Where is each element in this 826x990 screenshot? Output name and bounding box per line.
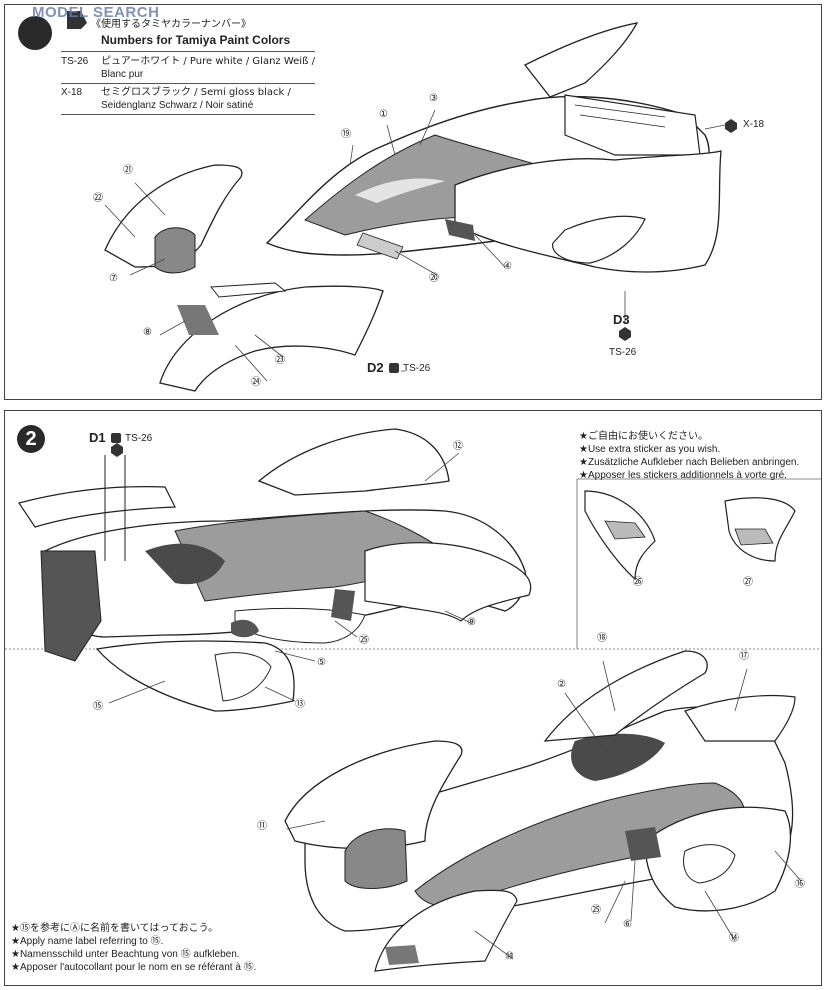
callout-16: ⑯ [795, 879, 805, 890]
hex-marker-icon [111, 433, 121, 443]
callout-18: ⑱ [597, 633, 607, 644]
paint-code-x18: X-18 [61, 87, 83, 98]
callout-24: ㉔ [251, 377, 261, 388]
watermark: MODEL SEARCH [32, 4, 160, 21]
callout-25-top: ㉕ [359, 635, 369, 646]
callout-9: ⑨ [467, 617, 476, 628]
callout-5: ⑤ [317, 657, 326, 668]
extra-sticker-note-de: ★Zusätzliche Aufkleber nach Belieben anb… [579, 457, 800, 468]
step1-illustration [18, 11, 737, 392]
callout-27: ㉗ [743, 577, 753, 588]
step2-illustration [5, 428, 821, 972]
callout-6: ⑥ [623, 919, 632, 930]
name-label-note-jp: ★⑮を参考にⒶに名前を書いてはっておこう。 [11, 923, 219, 934]
callout-17: ⑰ [739, 651, 749, 662]
callout-23: ㉓ [275, 355, 285, 366]
extra-sticker-note-fr: ★Apposer les stickers additionnels à vor… [579, 470, 787, 481]
callout-10: ⑩ [505, 951, 514, 962]
callout-8: ⑧ [143, 327, 152, 338]
decal-d1-paint: TS-26 [125, 433, 153, 444]
paint-legend-title-jp: 《使用するタミヤカラーナンバー》 [91, 19, 251, 30]
callout-7: ⑦ [109, 273, 118, 284]
decal-d2-paint: TS-26 [403, 363, 431, 374]
paint-name-x18-2: Seidenglanz Schwarz / Noir satiné [101, 100, 254, 111]
decal-d2: D2 [367, 360, 384, 375]
paint-legend-title-en: Numbers for Tamiya Paint Colors [101, 33, 291, 47]
decal-d3-paint: TS-26 [609, 347, 637, 358]
hex-marker-icon [389, 363, 399, 373]
callout-1: ① [379, 109, 388, 120]
step2-panel: 2 D1 TS-26 ⑫ ⑨ ㉕ ⑤ ⑬ ⑮ ★ご自由にお使いください。 ★Us… [4, 410, 822, 986]
name-label-note-en: ★Apply name label referring to ⑮. [11, 936, 164, 947]
extra-sticker-note-en: ★Use extra sticker as you wish. [579, 444, 721, 455]
decal-d3: D3 [613, 312, 630, 327]
step-number-2: 2 [17, 425, 45, 453]
paint-name-x18: セミグロスブラック / Semi gloss black / [101, 87, 291, 98]
callout-19: ⑲ [341, 129, 351, 140]
callout-13: ⑬ [295, 699, 305, 710]
name-label-note-fr: ★Apposer l'autocollant pour le nom en se… [11, 962, 257, 973]
paint-name-ts26-2: Blanc pur [101, 69, 144, 80]
name-label-note-de: ★Namensschild unter Beachtung von ⑮ aufk… [11, 949, 240, 960]
callout-14: ⑭ [729, 933, 739, 944]
callout-21: ㉑ [123, 165, 133, 176]
callout-4: ④ [503, 261, 512, 272]
decal-d1: D1 [89, 430, 106, 445]
callout-2: ② [557, 679, 566, 690]
step1-panel: 《使用するタミヤカラーナンバー》 Numbers for Tamiya Pain… [4, 4, 822, 400]
callout-15: ⑮ [93, 701, 103, 712]
paint-marker-x18: X-18 [743, 119, 765, 130]
callout-12: ⑫ [453, 441, 463, 452]
paint-name-ts26: ピュアーホワイト / Pure white / Glanz Weiß / [101, 56, 315, 67]
callout-26: ㉖ [633, 577, 643, 588]
callout-20: ⑳ [429, 273, 439, 284]
callout-22: ㉒ [93, 193, 103, 204]
callout-25-bottom: ㉕ [591, 905, 601, 916]
extra-sticker-note-jp: ★ご自由にお使いください。 [579, 431, 708, 442]
callout-11: ⑪ [257, 821, 267, 832]
callout-3: ③ [429, 93, 438, 104]
paint-code-ts26: TS-26 [61, 56, 89, 67]
